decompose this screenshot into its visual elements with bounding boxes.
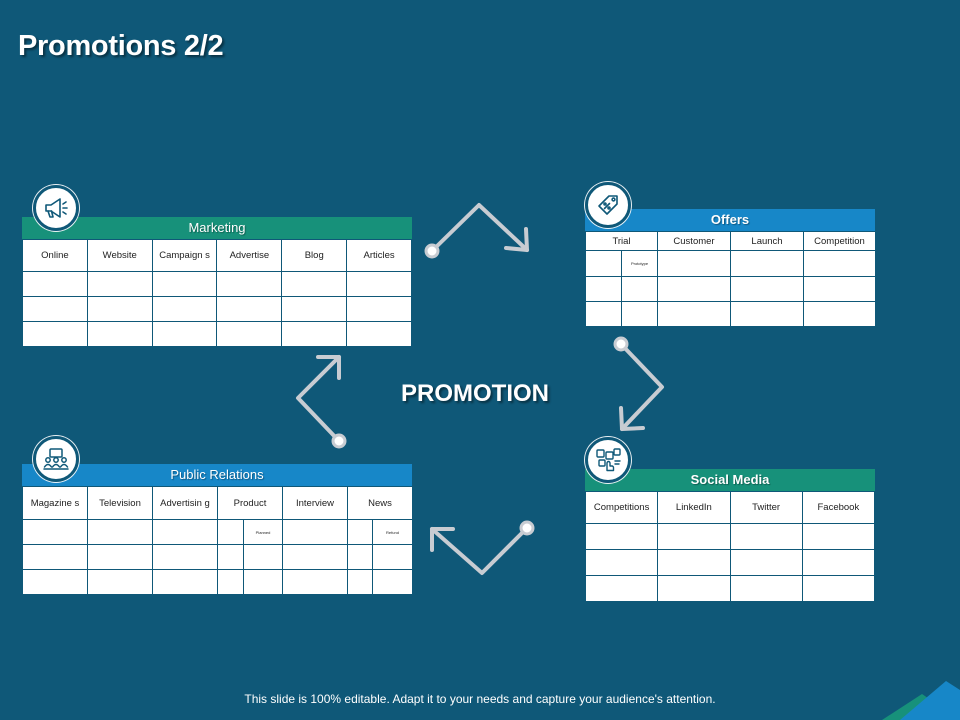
- audience-icon: [33, 436, 79, 482]
- table-cell[interactable]: [585, 276, 622, 302]
- connector-dot: [424, 243, 440, 259]
- arrow-pr-to-marketing: [296, 355, 341, 443]
- column-header: Advertise: [216, 239, 283, 272]
- table-cell[interactable]: [216, 271, 283, 297]
- arrow-social-to-pr: [430, 526, 529, 575]
- offers-table: Trial Customer Launch Competition Protot…: [585, 231, 876, 327]
- public-relations-panel: Public Relations Magazine s Television A…: [22, 464, 414, 595]
- connector-dot: [519, 520, 535, 536]
- table-cell[interactable]: [803, 301, 876, 327]
- table-cell[interactable]: [86, 296, 153, 322]
- marketing-panel: Marketing Online Website Campaign s Adve…: [22, 217, 412, 347]
- arrow-offers-to-social: [619, 342, 664, 431]
- table-cell[interactable]: [22, 519, 88, 545]
- offers-panel: Offers Trial Customer Launch Competition…: [585, 209, 876, 327]
- table-row: [585, 301, 876, 327]
- table-cell[interactable]: [151, 321, 218, 347]
- table-cell[interactable]: [729, 549, 803, 576]
- table-cell[interactable]: [87, 519, 153, 545]
- table-row: Prototype: [585, 250, 876, 277]
- table-header-row: Online Website Campaign s Advertise Blog…: [22, 239, 412, 272]
- public-relations-header: Public Relations: [22, 464, 412, 486]
- table-cell[interactable]: [86, 271, 153, 297]
- table-cell[interactable]: Refund: [371, 519, 414, 545]
- footer-note: This slide is 100% editable. Adapt it to…: [244, 692, 716, 706]
- connector-dot: [613, 336, 629, 352]
- table-row: [22, 569, 414, 595]
- connector-dot: [331, 433, 347, 449]
- table-cell[interactable]: [346, 321, 412, 347]
- column-header: Campaign s: [151, 239, 218, 272]
- arrowhead-pr: [430, 527, 455, 552]
- table-cell[interactable]: [585, 301, 622, 327]
- table-cell[interactable]: [282, 569, 348, 595]
- table-cell[interactable]: [281, 296, 348, 322]
- table-cell[interactable]: [22, 321, 88, 347]
- table-cell[interactable]: [22, 569, 88, 595]
- table-row: [584, 575, 876, 602]
- offers-header: Offers: [585, 209, 875, 231]
- marketing-table: Online Website Campaign s Advertise Blog…: [22, 239, 412, 347]
- table-cell[interactable]: [657, 301, 731, 327]
- table-cell[interactable]: [621, 276, 658, 302]
- table-cell[interactable]: [152, 544, 218, 570]
- table-cell[interactable]: [217, 569, 244, 595]
- table-cell[interactable]: [243, 569, 283, 595]
- table-cell[interactable]: [621, 301, 658, 327]
- marketing-header: Marketing: [22, 217, 412, 239]
- table-row: [22, 296, 412, 322]
- social-apps-icon: [585, 437, 631, 483]
- megaphone-icon: [33, 185, 79, 231]
- table-cell[interactable]: [801, 575, 876, 602]
- table-cell[interactable]: [87, 569, 153, 595]
- arrow-marketing-to-offers: [430, 203, 529, 253]
- column-header: Television: [87, 486, 153, 520]
- public-relations-table: Magazine s Television Advertisin g Produ…: [22, 486, 414, 595]
- table-cell[interactable]: [730, 301, 804, 327]
- table-cell[interactable]: [801, 523, 876, 550]
- social-media-header: Social Media: [585, 469, 875, 491]
- column-header: LinkedIn: [657, 491, 731, 524]
- arrowhead-offers: [504, 227, 529, 252]
- center-label: PROMOTION: [401, 380, 549, 407]
- table-cell[interactable]: [346, 296, 412, 322]
- table-row: [585, 276, 876, 302]
- arrowhead-social: [619, 406, 645, 431]
- social-media-table: Competitions LinkedIn Twitter Facebook: [584, 491, 876, 602]
- price-tag-icon: [585, 182, 631, 228]
- table-cell[interactable]: [657, 575, 731, 602]
- table-cell[interactable]: [803, 250, 876, 277]
- column-header: Advertisin g: [152, 486, 218, 520]
- table-cell[interactable]: [281, 321, 348, 347]
- table-cell[interactable]: [151, 296, 218, 322]
- social-media-panel: Social Media Competitions LinkedIn Twitt…: [584, 469, 876, 602]
- table-cell[interactable]: [152, 519, 218, 545]
- table-cell[interactable]: [657, 549, 731, 576]
- table-cell[interactable]: [584, 575, 659, 602]
- arrowhead-marketing: [316, 355, 341, 380]
- slide-title: Promotions 2/2: [18, 30, 224, 62]
- table-header-row: Competitions LinkedIn Twitter Facebook: [584, 491, 876, 524]
- table-row: [22, 321, 412, 347]
- table-cell[interactable]: [729, 575, 803, 602]
- table-cell[interactable]: [86, 321, 153, 347]
- table-row: [584, 549, 876, 576]
- table-cell[interactable]: [347, 569, 373, 595]
- table-cell[interactable]: [371, 569, 414, 595]
